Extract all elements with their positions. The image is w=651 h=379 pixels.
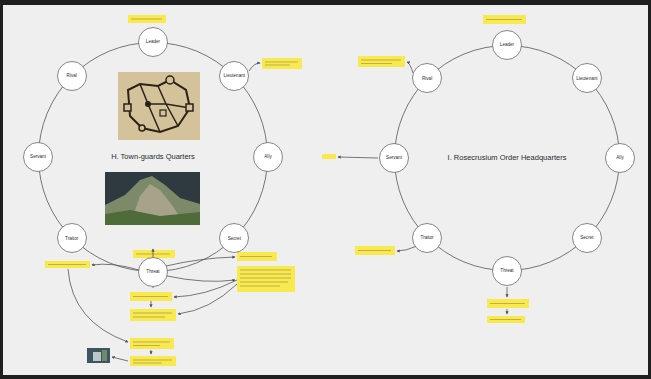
text-holder: Lieutenant xyxy=(219,61,249,91)
role-circle: Ally xyxy=(253,142,283,172)
role-label: Secret xyxy=(228,236,241,241)
circle xyxy=(572,223,601,252)
text-holder: Traitor xyxy=(412,223,442,253)
role-circle: Ally xyxy=(605,143,635,173)
canvas xyxy=(3,5,648,375)
text-holder: Lieutenant xyxy=(572,63,602,93)
role-circle: Leader xyxy=(492,30,522,60)
text-holder: Secret xyxy=(572,223,602,253)
text-holder: Threat xyxy=(492,256,522,286)
circle xyxy=(139,28,168,57)
circle xyxy=(413,64,442,93)
circle xyxy=(220,61,249,90)
role-label: Ally xyxy=(264,154,271,159)
role-label: Secret xyxy=(580,235,593,240)
circle xyxy=(57,61,86,90)
role-circle: Threat xyxy=(138,257,168,287)
role-label: Lieutenant xyxy=(576,76,597,81)
text-holder: Servant xyxy=(379,143,409,173)
role-label: Rival xyxy=(67,73,77,78)
circle xyxy=(395,46,620,271)
role-circle: Rival xyxy=(57,61,87,91)
role-label: Traitor xyxy=(421,235,434,240)
role-circle: Leader xyxy=(138,27,168,57)
role-circle: Lieutenant xyxy=(572,63,602,93)
text-holder: Leader xyxy=(492,30,522,60)
circle xyxy=(493,31,522,60)
role-label: Leader xyxy=(146,39,160,44)
text-holder: Servant xyxy=(23,142,53,172)
text-holder: Rival xyxy=(57,61,87,91)
text-holder: Secret xyxy=(219,223,249,253)
circle xyxy=(57,224,86,253)
sticky-notes xyxy=(45,15,529,366)
note-scribbles xyxy=(48,19,525,363)
text-holder: Ally xyxy=(605,143,635,173)
role-label: Leader xyxy=(500,42,514,47)
role-label: Lieutenant xyxy=(224,73,245,78)
circle xyxy=(24,143,53,172)
text-holder: Leader xyxy=(138,27,168,57)
circle xyxy=(413,223,442,252)
role-circle: Servant xyxy=(379,143,409,173)
circle xyxy=(254,143,283,172)
small-picture xyxy=(87,348,110,363)
role-label: Ally xyxy=(616,155,623,160)
location-title: H. Town-guards Quarters xyxy=(111,153,195,161)
text-holder: Ally xyxy=(253,142,283,172)
text-holder: Rival xyxy=(412,63,442,93)
circle xyxy=(572,64,601,93)
map-image xyxy=(118,72,200,140)
role-label: Traitor xyxy=(65,236,78,241)
location-title: I. Rosecrusium Order Headquarters xyxy=(448,154,567,162)
circle xyxy=(39,43,268,272)
circle xyxy=(139,258,168,287)
circle xyxy=(606,144,635,173)
text-holder: Threat xyxy=(138,257,168,287)
role-circle: Lieutenant xyxy=(219,61,249,91)
role-label: Threat xyxy=(500,268,513,273)
landscape-photo xyxy=(105,172,200,225)
role-label: Threat xyxy=(146,269,159,274)
role-label: Rival xyxy=(422,76,432,81)
role-circle: Traitor xyxy=(57,223,87,253)
text-holder: Traitor xyxy=(57,223,87,253)
role-circle: Secret xyxy=(572,223,602,253)
role-circle: Threat xyxy=(492,256,522,286)
role-label: Servant xyxy=(386,155,402,160)
circle xyxy=(380,144,409,173)
role-circle: Servant xyxy=(23,142,53,172)
note-arrows xyxy=(68,62,507,361)
circle xyxy=(220,224,249,253)
role-circle: Traitor xyxy=(412,223,442,253)
role-circle: Rival xyxy=(412,63,442,93)
role-circle: Secret xyxy=(219,223,249,253)
circle xyxy=(493,257,522,286)
role-label: Servant xyxy=(30,154,46,159)
